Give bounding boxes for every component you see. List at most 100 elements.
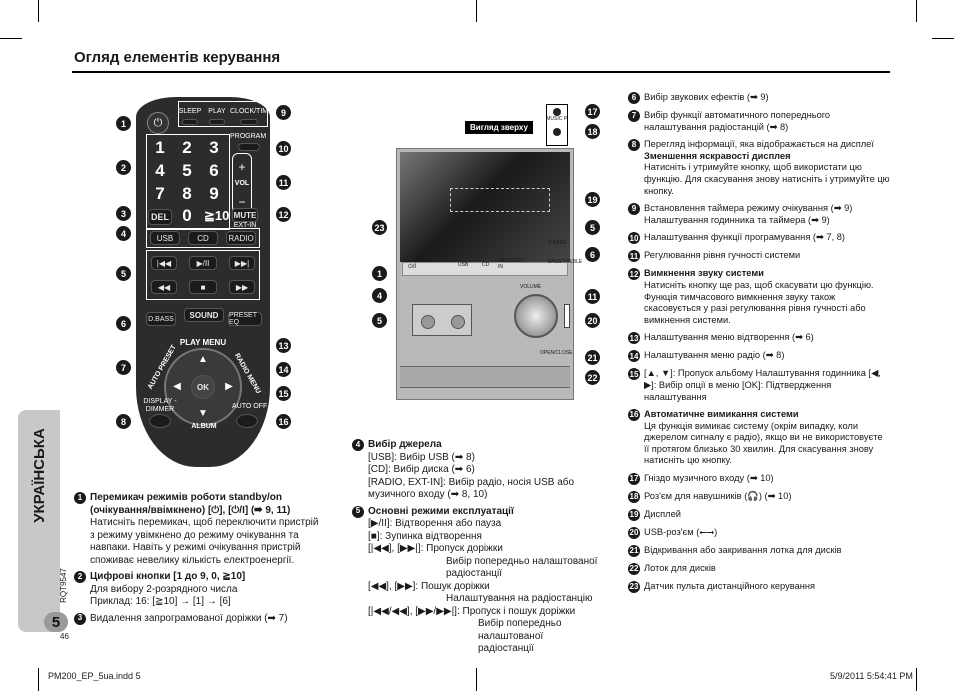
item-number: 16 [628,409,640,422]
auto-off-button[interactable] [236,414,258,428]
item-number: 8 [628,139,640,152]
item-number: 10 [628,232,640,245]
play-label: PLAY [208,108,226,115]
preset-eq-button[interactable]: PRESET EQ [228,312,262,326]
digit-3-button[interactable]: 3 [209,138,219,157]
up-arrow-icon[interactable]: ▲ [198,354,208,365]
item-text: Дисплей [644,509,681,520]
fast-forward-button[interactable]: ▶▶ [229,280,255,294]
digit-10-button[interactable]: ≧10 [204,208,230,223]
item-body: Гніздо музичного входу (➡ 10) [644,473,774,485]
item-text: Перегляд інформації, яка відображається … [644,139,874,150]
unit-bass-treble-button[interactable]: BASS/TREBLE [548,259,583,265]
item-text: Налаштування функції програмування (➡ 7,… [644,232,846,243]
callout-11: 11 [276,175,291,190]
list-item: 8 Перегляд інформації, яка відображається… [628,139,890,197]
unit-power-button[interactable]: ⏻/I [408,264,417,270]
del-button[interactable]: DEL [148,209,172,225]
remote-top-highlight [178,101,268,127]
callout-13: 13 [276,338,291,353]
power-button[interactable]: ⏻ [147,112,169,134]
vol-minus-icon[interactable]: − [238,195,246,209]
unit-volume-knob[interactable] [514,294,558,338]
dbass-button[interactable]: D.BASS [146,312,176,326]
unit-dbass-button[interactable]: D.BASS [548,240,567,246]
play-menu-label[interactable]: PLAY MENU [179,338,227,347]
item-text: Приклад: 16: [≧10] → [1] → [6] [90,596,231,607]
program-button[interactable] [238,143,260,151]
unit-cd-button[interactable]: CD [482,262,490,268]
item-text: Налаштування на радіостанцію [446,593,593,604]
digit-5-button[interactable]: 5 [182,161,192,180]
page-number-badge: 5 [44,612,68,632]
crop-mark [38,668,39,691]
digit-8-button[interactable]: 8 [182,184,192,203]
item-text: [|◀◀/◀◀], [▶▶/▶▶|]: Пропуск і пошук дорі… [368,605,576,617]
unit-radio-button[interactable]: RADIO/EXT-IN [498,258,527,270]
sleep-button[interactable] [182,119,198,125]
unit-open-close-label: OPEN/CLOSE [540,350,573,356]
callout-4: 4 [116,226,131,241]
ok-button[interactable]: OK [191,375,215,399]
down-arrow-icon[interactable]: ▼ [198,408,208,419]
callout-5: 5 [116,266,131,281]
album-label[interactable]: ALBUM [191,423,217,430]
item-number: 22 [628,563,640,576]
digit-2-button[interactable]: 2 [182,138,192,157]
callout-2: 2 [116,160,131,175]
play-pause-button[interactable]: ▶/II [189,256,217,270]
item-text: Натисніть і утримуйте кнопку, щоб викори… [644,162,890,196]
digit-0-button[interactable]: 0 [182,206,192,225]
stop-button[interactable]: ■ [189,280,217,294]
unit-display [450,188,550,212]
item-title: Автоматичне вимикання системи [644,409,799,420]
play-timer-button[interactable] [209,119,225,125]
callout-4-unit: 4 [372,288,387,303]
left-arrow-icon[interactable]: ◀ [173,381,181,392]
crop-mark [476,0,477,22]
fast-forward-icon: ▶▶ [235,282,249,292]
callout-5-unit: 5 [585,220,600,235]
skip-forward-button[interactable]: ▶▶| [229,256,255,270]
digit-7-button[interactable]: 7 [155,184,165,203]
unit-usb-button[interactable]: USB [458,262,469,268]
unit-display-panel [400,152,570,262]
item-text: [USB]: Вибір USB (➡ 8) [368,451,475,463]
clock-timer-button[interactable] [240,119,258,125]
callout-9: 9 [276,105,291,120]
source-bracket [146,228,260,248]
sub-page-number: 46 [60,632,69,641]
radio-button[interactable]: RADIO [226,231,256,245]
item-number: 20 [628,527,640,540]
item-body: Налаштування меню радіо (➡ 8) [644,350,784,362]
mute-button[interactable]: MUTE [232,208,258,222]
usb-button[interactable]: USB [150,231,180,245]
headphone-jack-icon [553,128,561,136]
right-arrow-icon[interactable]: ▶ [225,381,233,392]
unit-stop-button[interactable] [421,315,435,329]
digit-9-button[interactable]: 9 [209,184,219,203]
extin-label: EXT-IN [233,222,257,229]
vol-plus-icon[interactable]: + [238,160,246,174]
digit-6-button[interactable]: 6 [209,161,219,180]
item-text: Роз'єм для навушників (🎧) (➡ 10) [644,491,792,502]
sound-button[interactable]: SOUND [184,308,224,322]
page-title: Огляд елементів керування [74,49,281,66]
rewind-button[interactable]: ◀◀ [151,280,177,294]
vol-label: VOL [234,180,250,187]
cd-button[interactable]: CD [188,231,218,245]
display-dimmer-button[interactable] [149,414,171,428]
auto-off-label: AUTO OFF [232,403,268,410]
callout-21: 21 [585,350,600,365]
digit-4-button[interactable]: 4 [155,161,165,180]
callout-15: 15 [276,386,291,401]
unit-play-button[interactable] [451,315,465,329]
digit-1-button[interactable]: 1 [155,138,165,157]
skip-back-button[interactable]: |◀◀ [151,256,177,270]
